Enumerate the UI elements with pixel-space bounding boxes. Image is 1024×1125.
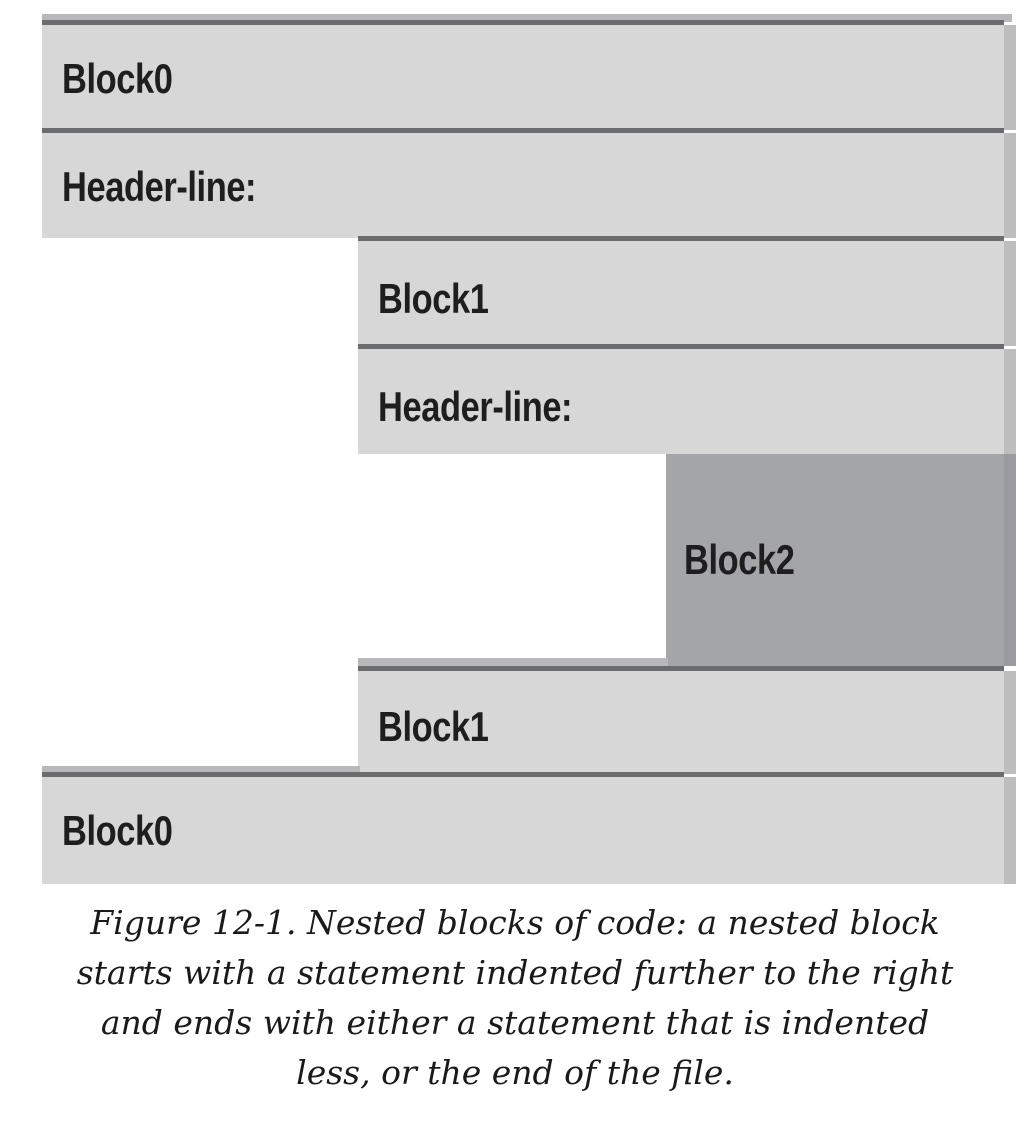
header-line-0-bar: Header-line: [42, 128, 1016, 238]
block1-ledge [358, 658, 668, 666]
block2-label: Block2 [684, 536, 795, 583]
header-line-1-label: Header-line: [378, 383, 573, 430]
block0-top-label: Block0 [62, 55, 173, 102]
header-line-0-label: Header-line: [62, 163, 257, 210]
block1-top-label: Block1 [378, 275, 489, 322]
block0-bottom-bar: Block0 [42, 772, 1016, 884]
block1-bottom-label: Block1 [378, 703, 489, 750]
nested-blocks-diagram: Block0 Header-line: Block1 Header-line: … [42, 14, 1016, 884]
block1-bottom-bar: Block1 [358, 666, 1016, 774]
block2-bar: Block2 [666, 454, 1016, 666]
top-edge [42, 14, 1012, 22]
block1-top-bar: Block1 [358, 236, 1016, 346]
block0-bottom-label: Block0 [62, 807, 173, 854]
block0-ledge [42, 766, 360, 774]
block0-top-bar: Block0 [42, 20, 1016, 130]
header-line-1-bar: Header-line: [358, 344, 1016, 454]
figure-caption: Figure 12-1. Nested blocks of code: a ne… [76, 903, 954, 1092]
